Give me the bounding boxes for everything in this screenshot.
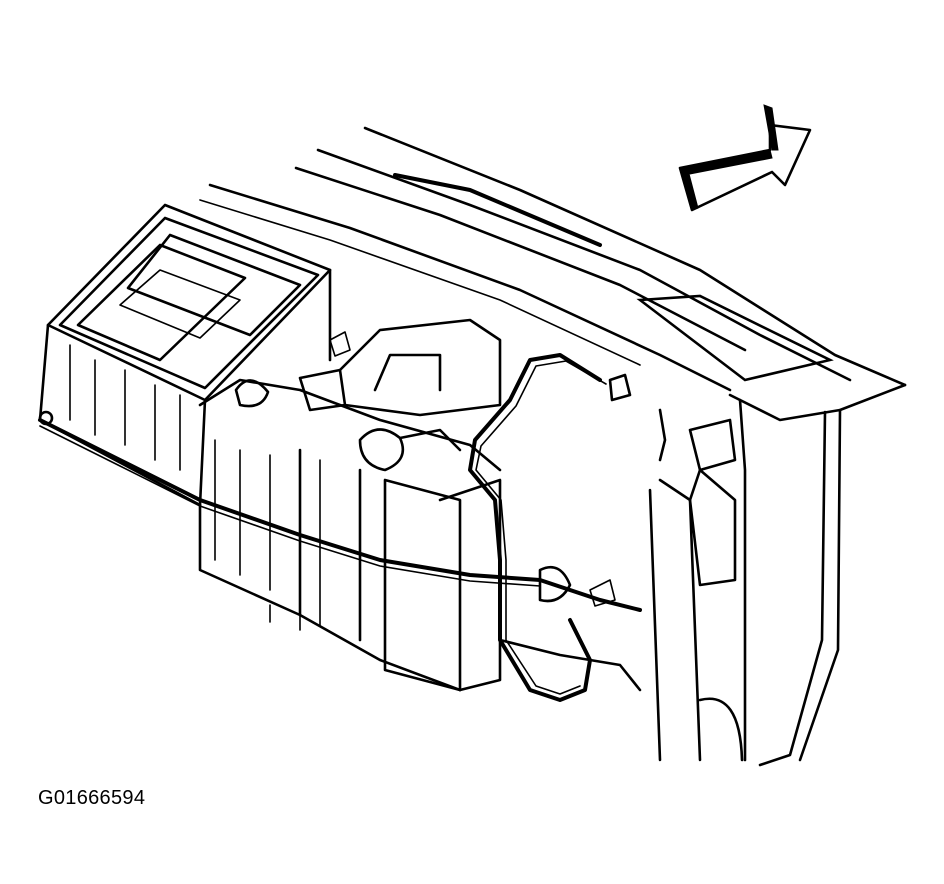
hvac-main-housing xyxy=(198,318,502,692)
figure-id-label: G01666594 xyxy=(38,787,146,809)
forward-arrow-icon xyxy=(678,104,812,212)
door-frame xyxy=(648,398,842,767)
windshield-frame xyxy=(199,126,907,422)
hvac-upper-housing xyxy=(38,203,332,507)
wiring-harness xyxy=(38,353,667,702)
